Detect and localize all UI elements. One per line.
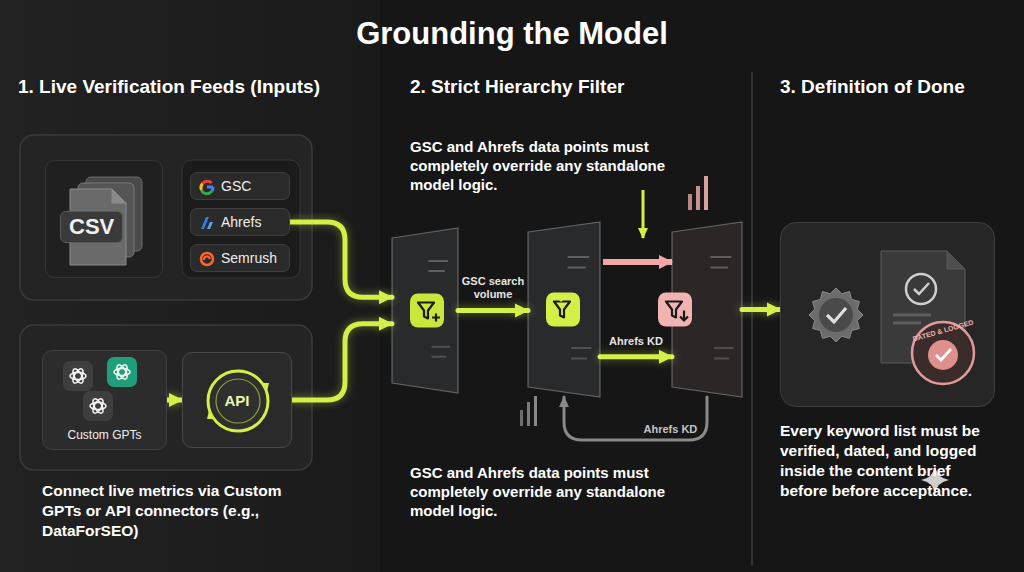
section-heading: 3. Definition of Done [780, 76, 1020, 98]
file-source-box: CSV [45, 160, 163, 278]
tools-panel [182, 160, 300, 278]
section-heading: 1. Live Verification Feeds (Inputs) [18, 76, 378, 98]
section-divider [751, 72, 753, 565]
callout-arrow [642, 190, 645, 238]
connector-panel [20, 325, 312, 470]
node-art [392, 228, 458, 393]
connector [292, 324, 392, 400]
node-label: Custom GPTs [43, 428, 166, 442]
node-label: Semrush [221, 245, 277, 271]
done-box: DATED & LOGGED [780, 222, 995, 407]
bar-chart [527, 402, 530, 426]
connector [167, 398, 182, 403]
bar-chart [696, 186, 700, 210]
edge-label: Ahrefs KD [644, 423, 698, 436]
bar-chart [704, 176, 708, 210]
diagram-title: Grounding the Model [0, 16, 1024, 52]
node-label: Ahrefs [221, 209, 261, 235]
edge-label: GSC search volume [460, 275, 526, 301]
connector [290, 222, 392, 297]
filter-panel [528, 222, 600, 397]
filter-panel [392, 228, 458, 393]
caption-text: Connect live metrics via Custom GPTs or … [42, 481, 297, 541]
caption-text: Every keyword list must be verified, dat… [780, 421, 992, 501]
rule-note: GSC and Ahrefs data points must complete… [410, 137, 678, 194]
filter-panel [672, 222, 742, 397]
input-panel [20, 135, 312, 300]
node-art [528, 222, 600, 397]
tool-pill: GSC [190, 172, 290, 200]
api-connector-box: API [182, 352, 292, 448]
bar-chart [688, 194, 692, 210]
node-art [781, 223, 996, 408]
section-heading: 2. Strict Hierarchy Filter [410, 76, 740, 98]
edge-label: Ahrefs KD [609, 335, 663, 348]
node-art [672, 222, 742, 397]
override-arrow [603, 259, 672, 265]
bar-chart [534, 396, 537, 426]
rule-note: GSC and Ahrefs data points must complete… [410, 463, 678, 520]
tool-pill: Semrush [190, 244, 290, 272]
custom-gpt-tile: Custom GPTs [42, 350, 167, 450]
bar-chart [520, 410, 523, 426]
background-band [0, 0, 380, 572]
node-label: GSC [221, 173, 251, 199]
connector [742, 307, 780, 312]
connector [458, 308, 528, 313]
tool-pill: Ahrefs [190, 208, 290, 236]
node-label: API [183, 392, 291, 409]
node-label: CSV [60, 211, 123, 243]
connector [564, 397, 707, 440]
connector [600, 354, 672, 359]
